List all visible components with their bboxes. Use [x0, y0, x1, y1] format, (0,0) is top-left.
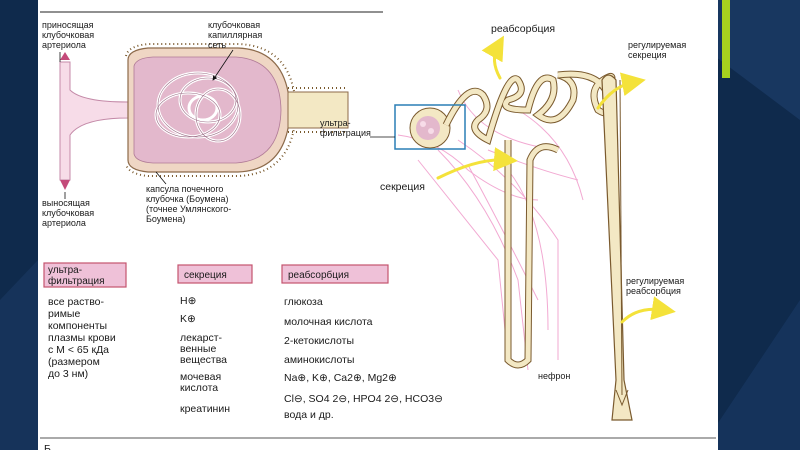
re-item-1: глюкоза: [284, 296, 323, 308]
header-reabsorption: реабсорбция: [288, 269, 349, 281]
label-capsule-1: капсула почечного: [146, 184, 223, 194]
uf-item-3: компоненты: [48, 320, 107, 332]
label-reg-reabsorption-1: регулируемая: [626, 276, 684, 286]
sec-item-2: K⊕: [180, 313, 196, 325]
ultrafiltration-box: [394, 104, 466, 150]
label-afferent-1: приносящая: [42, 20, 94, 30]
label-capsule-4: Боумена): [146, 214, 185, 224]
label-capsule-2: клубочка (Боумена): [146, 194, 229, 204]
header-ultrafiltration-bg: [43, 262, 127, 288]
nephron-diagram: приносящая клубочковая артериола клубочк…: [40, 11, 716, 450]
header-reabsorption-bg: [281, 264, 389, 284]
label-network-1: клубочковая: [208, 20, 260, 30]
transport-table: ультра- фильтрация секреция реабсорбция …: [43, 262, 443, 421]
process-arrows: [436, 35, 676, 324]
re-item-6: Cl⊖, SO4 2⊖, HPO4 2⊖, HCO3⊖: [284, 393, 443, 405]
sec-item-6: мочевая: [180, 371, 221, 383]
label-ultrafiltration-2: фильтрация: [320, 128, 371, 138]
label-reg-secretion-2: секреция: [628, 50, 667, 60]
header-secretion-bg: [177, 264, 253, 284]
label-reg-reabsorption-2: реабсорбция: [626, 286, 681, 296]
uf-item-2: римые: [48, 308, 80, 320]
re-item-3: 2-кетокислоты: [284, 335, 354, 347]
label-network-2: капиллярная: [208, 30, 262, 40]
sec-item-8: креатинин: [180, 403, 230, 415]
header-secretion: секреция: [184, 270, 227, 281]
sec-item-5: вещества: [180, 354, 227, 366]
slide: приносящая клубочковая артериола клубочк…: [38, 0, 718, 450]
label-afferent-3: артериола: [42, 40, 86, 50]
sec-item-7: кислота: [180, 382, 218, 394]
sec-item-1: H⊕: [180, 295, 197, 307]
nephron-illustration: [397, 70, 633, 421]
accent-bar: [722, 0, 730, 78]
re-item-5: Na⊕, K⊕, Ca2⊕, Mg2⊕: [284, 372, 397, 384]
header-ultrafiltration-2: фильтрация: [48, 275, 105, 287]
uf-item-6: (размером: [48, 356, 100, 368]
uf-item-4: плазмы крови: [48, 332, 116, 344]
label-efferent-3: артериола: [42, 218, 86, 228]
glomerulus-illustration: [59, 43, 349, 190]
label-secretion: секреция: [380, 181, 425, 193]
re-item-7: вода и др.: [284, 409, 334, 421]
label-capsule-3: (точнее Умлянского-: [146, 204, 231, 214]
label-network-3: сеть: [208, 40, 226, 50]
re-item-4: аминокислоты: [284, 354, 354, 366]
label-efferent-1: выносящая: [42, 198, 90, 208]
label-nephron: нефрон: [538, 371, 570, 381]
uf-item-5: с М < 65 кДа: [48, 344, 109, 356]
sec-item-3: лекарст-: [180, 332, 223, 344]
label-reg-secretion-1: регулируемая: [628, 40, 686, 50]
uf-item-7: до 3 нм): [48, 368, 88, 380]
header-ultrafiltration-1: ультра-: [48, 265, 82, 276]
footer-caption-partial: Б: [44, 443, 51, 450]
label-efferent-2: клубочковая: [42, 208, 94, 218]
label-reabsorption: реабсорбция: [491, 23, 555, 35]
label-ultrafiltration-1: ультра-: [320, 118, 351, 128]
label-afferent-2: клубочковая: [42, 30, 94, 40]
sec-item-4: венные: [180, 343, 216, 355]
uf-item-1: все раство-: [48, 296, 105, 308]
re-item-2: молочная кислота: [284, 316, 373, 328]
